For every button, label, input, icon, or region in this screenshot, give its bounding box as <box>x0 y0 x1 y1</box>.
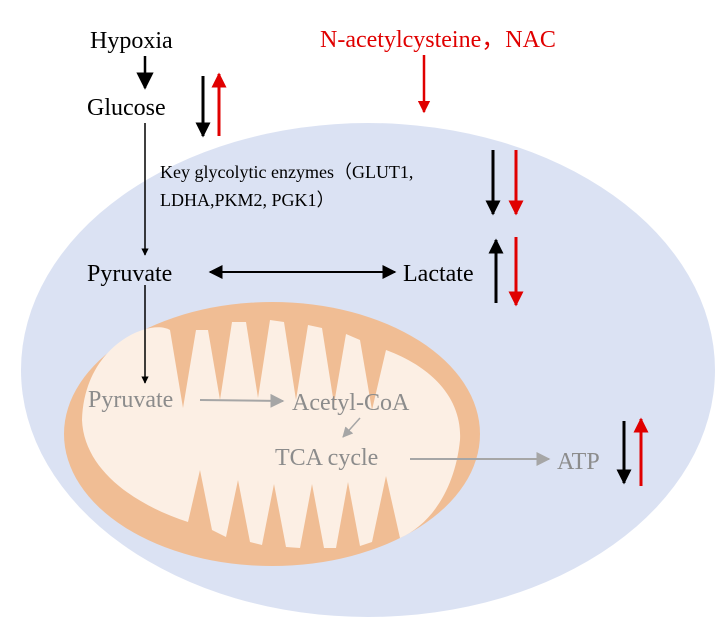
mitochondrion-cristae <box>82 320 461 548</box>
pyruvate-cytosol-label: Pyruvate <box>87 261 172 287</box>
pyruvate-to-acetyl-coa-arrow <box>199 393 285 408</box>
nac-label: N-acetylcysteine，NAC <box>320 27 556 53</box>
glucose-label: Glucose <box>87 95 166 121</box>
regulation-indicators <box>195 72 649 486</box>
acetyl-coa-label: Acetyl-CoA <box>292 390 410 416</box>
hypoxia-label: Hypoxia <box>90 28 173 54</box>
atp-label: ATP <box>557 449 600 475</box>
pathway-arrows <box>136 55 551 466</box>
glycolytic-enzymes-line1: Key glycolytic enzymes（GLUT1, <box>160 162 413 182</box>
lactate-label: Lactate <box>403 261 474 287</box>
acetyl-coa-to-tca-arrow <box>342 417 361 438</box>
pyruvate-mitochondrion-label: Pyruvate <box>88 387 173 413</box>
tca-cycle-label: TCA cycle <box>275 445 378 471</box>
glycolytic-enzymes-line2: LDHA,PKM2, PGK1） <box>160 190 335 210</box>
mitochondrion <box>64 302 480 566</box>
